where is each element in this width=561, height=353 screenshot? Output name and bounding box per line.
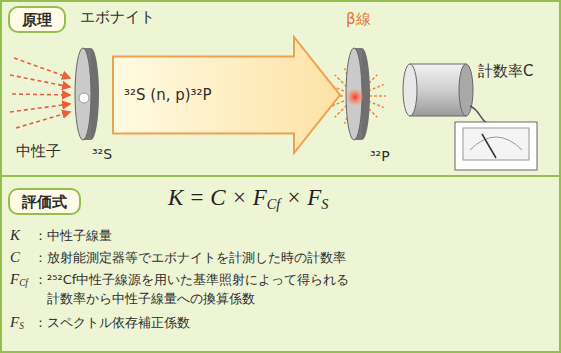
definition-row: FCf：²⁵²Cf中性子線源を用いた基準照射によって得られる 計数率から中性子線… xyxy=(10,270,437,308)
symbol: C xyxy=(10,249,20,265)
symbol: F xyxy=(10,314,19,330)
definition-row: K ：中性子線量 xyxy=(10,226,437,245)
definition-row: C ：放射能測定器等でエボナイトを計測した時の計数率 xyxy=(10,248,437,267)
header-text: 原理 xyxy=(22,9,52,32)
ebonite-disk xyxy=(75,48,99,140)
formula-subscript: S xyxy=(321,196,328,212)
symbol-cell: C xyxy=(10,248,34,267)
definition-text: ：スペクトル依存補正係数 xyxy=(34,313,437,336)
symbol-cell: FCf xyxy=(10,270,34,308)
detector xyxy=(403,64,473,116)
symbol-subscript: Cf xyxy=(19,278,28,288)
definition-row: FS：スペクトル依存補正係数 xyxy=(10,313,437,336)
cable xyxy=(470,106,488,124)
definition-text: ：中性子線量 xyxy=(34,226,437,245)
panel-divider xyxy=(0,175,561,177)
definition-text: ：放射能測定器等でエボナイトを計測した時の計数率 xyxy=(34,248,437,267)
nuclide-label: ³²S xyxy=(92,146,112,162)
reaction-arrow: ³²S (n, p)³²P xyxy=(112,35,342,155)
formula: K = C × FCf × FS xyxy=(168,184,328,213)
section-header: 原理 xyxy=(8,6,66,33)
symbol: F xyxy=(10,271,19,287)
formula-text: × F xyxy=(280,185,321,210)
nuclide-label: ³²P xyxy=(370,148,390,164)
activated-disk xyxy=(346,48,370,140)
quantity-label: 計数率C xyxy=(478,62,533,81)
counter-meter xyxy=(455,122,537,170)
symbol-cell: FS xyxy=(10,313,34,336)
section-header: 評価式 xyxy=(8,188,81,215)
formula-text: K = C × F xyxy=(168,185,267,210)
symbol-cell: K xyxy=(10,226,34,245)
formula-subscript: Cf xyxy=(267,196,280,212)
material-label: エボナイト xyxy=(80,8,155,27)
symbol: K xyxy=(10,227,20,243)
definition-text: ：²⁵²Cf中性子線源を用いた基準照射によって得られる 計数率から中性子線量への… xyxy=(34,270,437,308)
symbol-subscript: S xyxy=(19,321,24,331)
radiation-label: 中性子 xyxy=(16,142,61,161)
reaction-text: ³²S (n, p)³²P xyxy=(124,86,212,104)
radiation-label: β線 xyxy=(346,10,371,29)
neutron-rays xyxy=(10,58,70,128)
header-text: 評価式 xyxy=(22,191,67,214)
